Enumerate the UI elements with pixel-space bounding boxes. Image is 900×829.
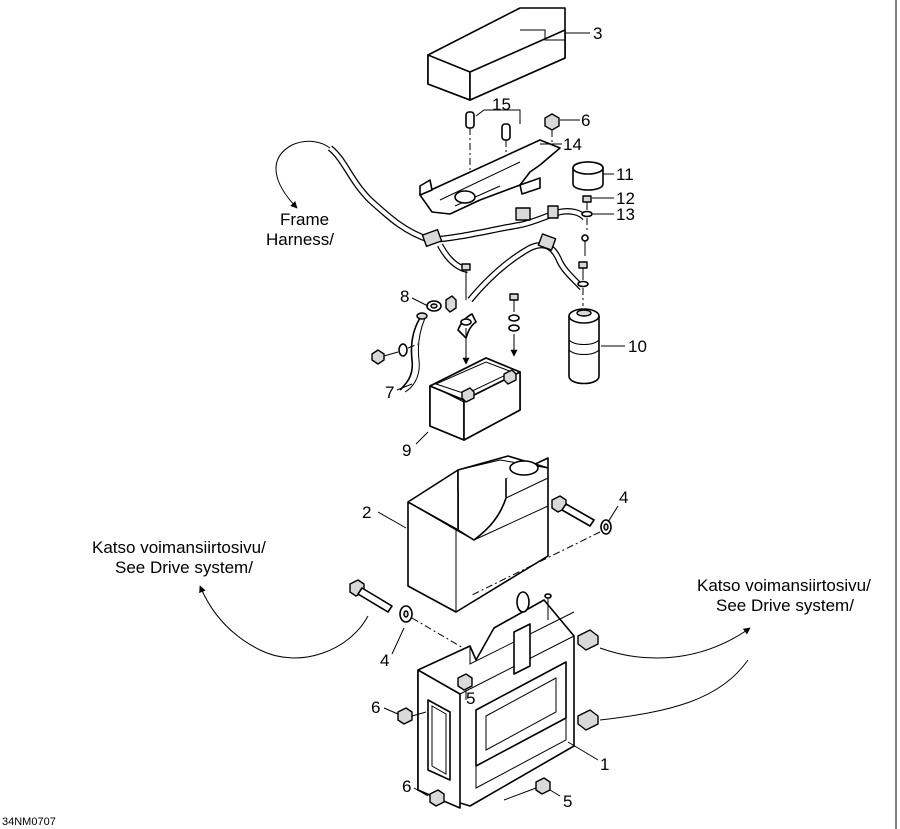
callout-9: 9 (402, 441, 411, 460)
drive-system-note-left-line1: Katso voimansiirtosivu/ (92, 538, 266, 557)
bolt-washer-right (551, 495, 612, 535)
frame-harness-wiring (327, 145, 589, 303)
bolt-washer-left (349, 579, 471, 653)
cable-bolt-part (371, 343, 419, 365)
callout-5-lower: 5 (563, 792, 572, 811)
callout-13: 13 (616, 205, 635, 224)
callout-2: 2 (362, 503, 371, 522)
drive-system-note-left-line2: See Drive system/ (115, 558, 253, 577)
washer-8-part (426, 295, 457, 313)
battery-part (429, 357, 521, 441)
callout-7: 7 (385, 383, 394, 402)
callout-8: 8 (400, 287, 409, 306)
callout-leaders (377, 32, 625, 797)
cap-part (572, 161, 604, 191)
battery-cover-part (427, 7, 566, 101)
callout-6-top: 6 (581, 111, 590, 130)
callout-10: 10 (628, 337, 647, 356)
frame-harness-label-line1: Frame (280, 210, 329, 229)
callout-1: 1 (600, 755, 609, 774)
battery-cable-part (399, 312, 477, 393)
callout-12: 12 (616, 189, 635, 208)
drive-system-note-right-line2: See Drive system/ (716, 596, 854, 615)
filter-mount-hardware (577, 261, 589, 306)
bracket-plate-part (419, 139, 561, 215)
battery-holder-part (407, 455, 549, 613)
nut-top-part (544, 113, 560, 148)
drive-system-note-right-line1: Katso voimansiirtosivu/ (697, 576, 871, 595)
frame-harness-label-line2: Harness/ (266, 230, 334, 249)
annotations: Frame Harness/ Katso voimansiirtosivu/ S… (2, 210, 871, 828)
callout-6-mid: 6 (371, 698, 380, 717)
screw-washer-parts (581, 195, 593, 232)
callout-3: 3 (593, 24, 602, 43)
drive-arrow-right-upper (599, 627, 751, 659)
callout-numbers: 3 15 6 14 11 12 13 10 8 7 9 2 4 4 5 6 1 … (362, 24, 647, 811)
drive-mount-studs (577, 629, 599, 731)
callout-6-bottom: 6 (402, 777, 411, 796)
callout-11: 11 (616, 165, 634, 184)
drive-arrow-right-lower (599, 659, 749, 721)
tray-bolts-nuts (397, 673, 551, 807)
callout-4-right: 4 (619, 488, 628, 507)
drawing-code: 34NM0707 (2, 816, 56, 828)
battery-tray-part (417, 591, 575, 809)
cylinder-filter-part (568, 308, 600, 385)
callout-5-upper: 5 (466, 689, 475, 708)
callout-15: 15 (492, 95, 511, 114)
drive-arrow-left (199, 585, 369, 659)
terminal-hardware (460, 263, 520, 365)
callout-14: 14 (563, 135, 582, 154)
callout-4-left: 4 (380, 651, 389, 670)
